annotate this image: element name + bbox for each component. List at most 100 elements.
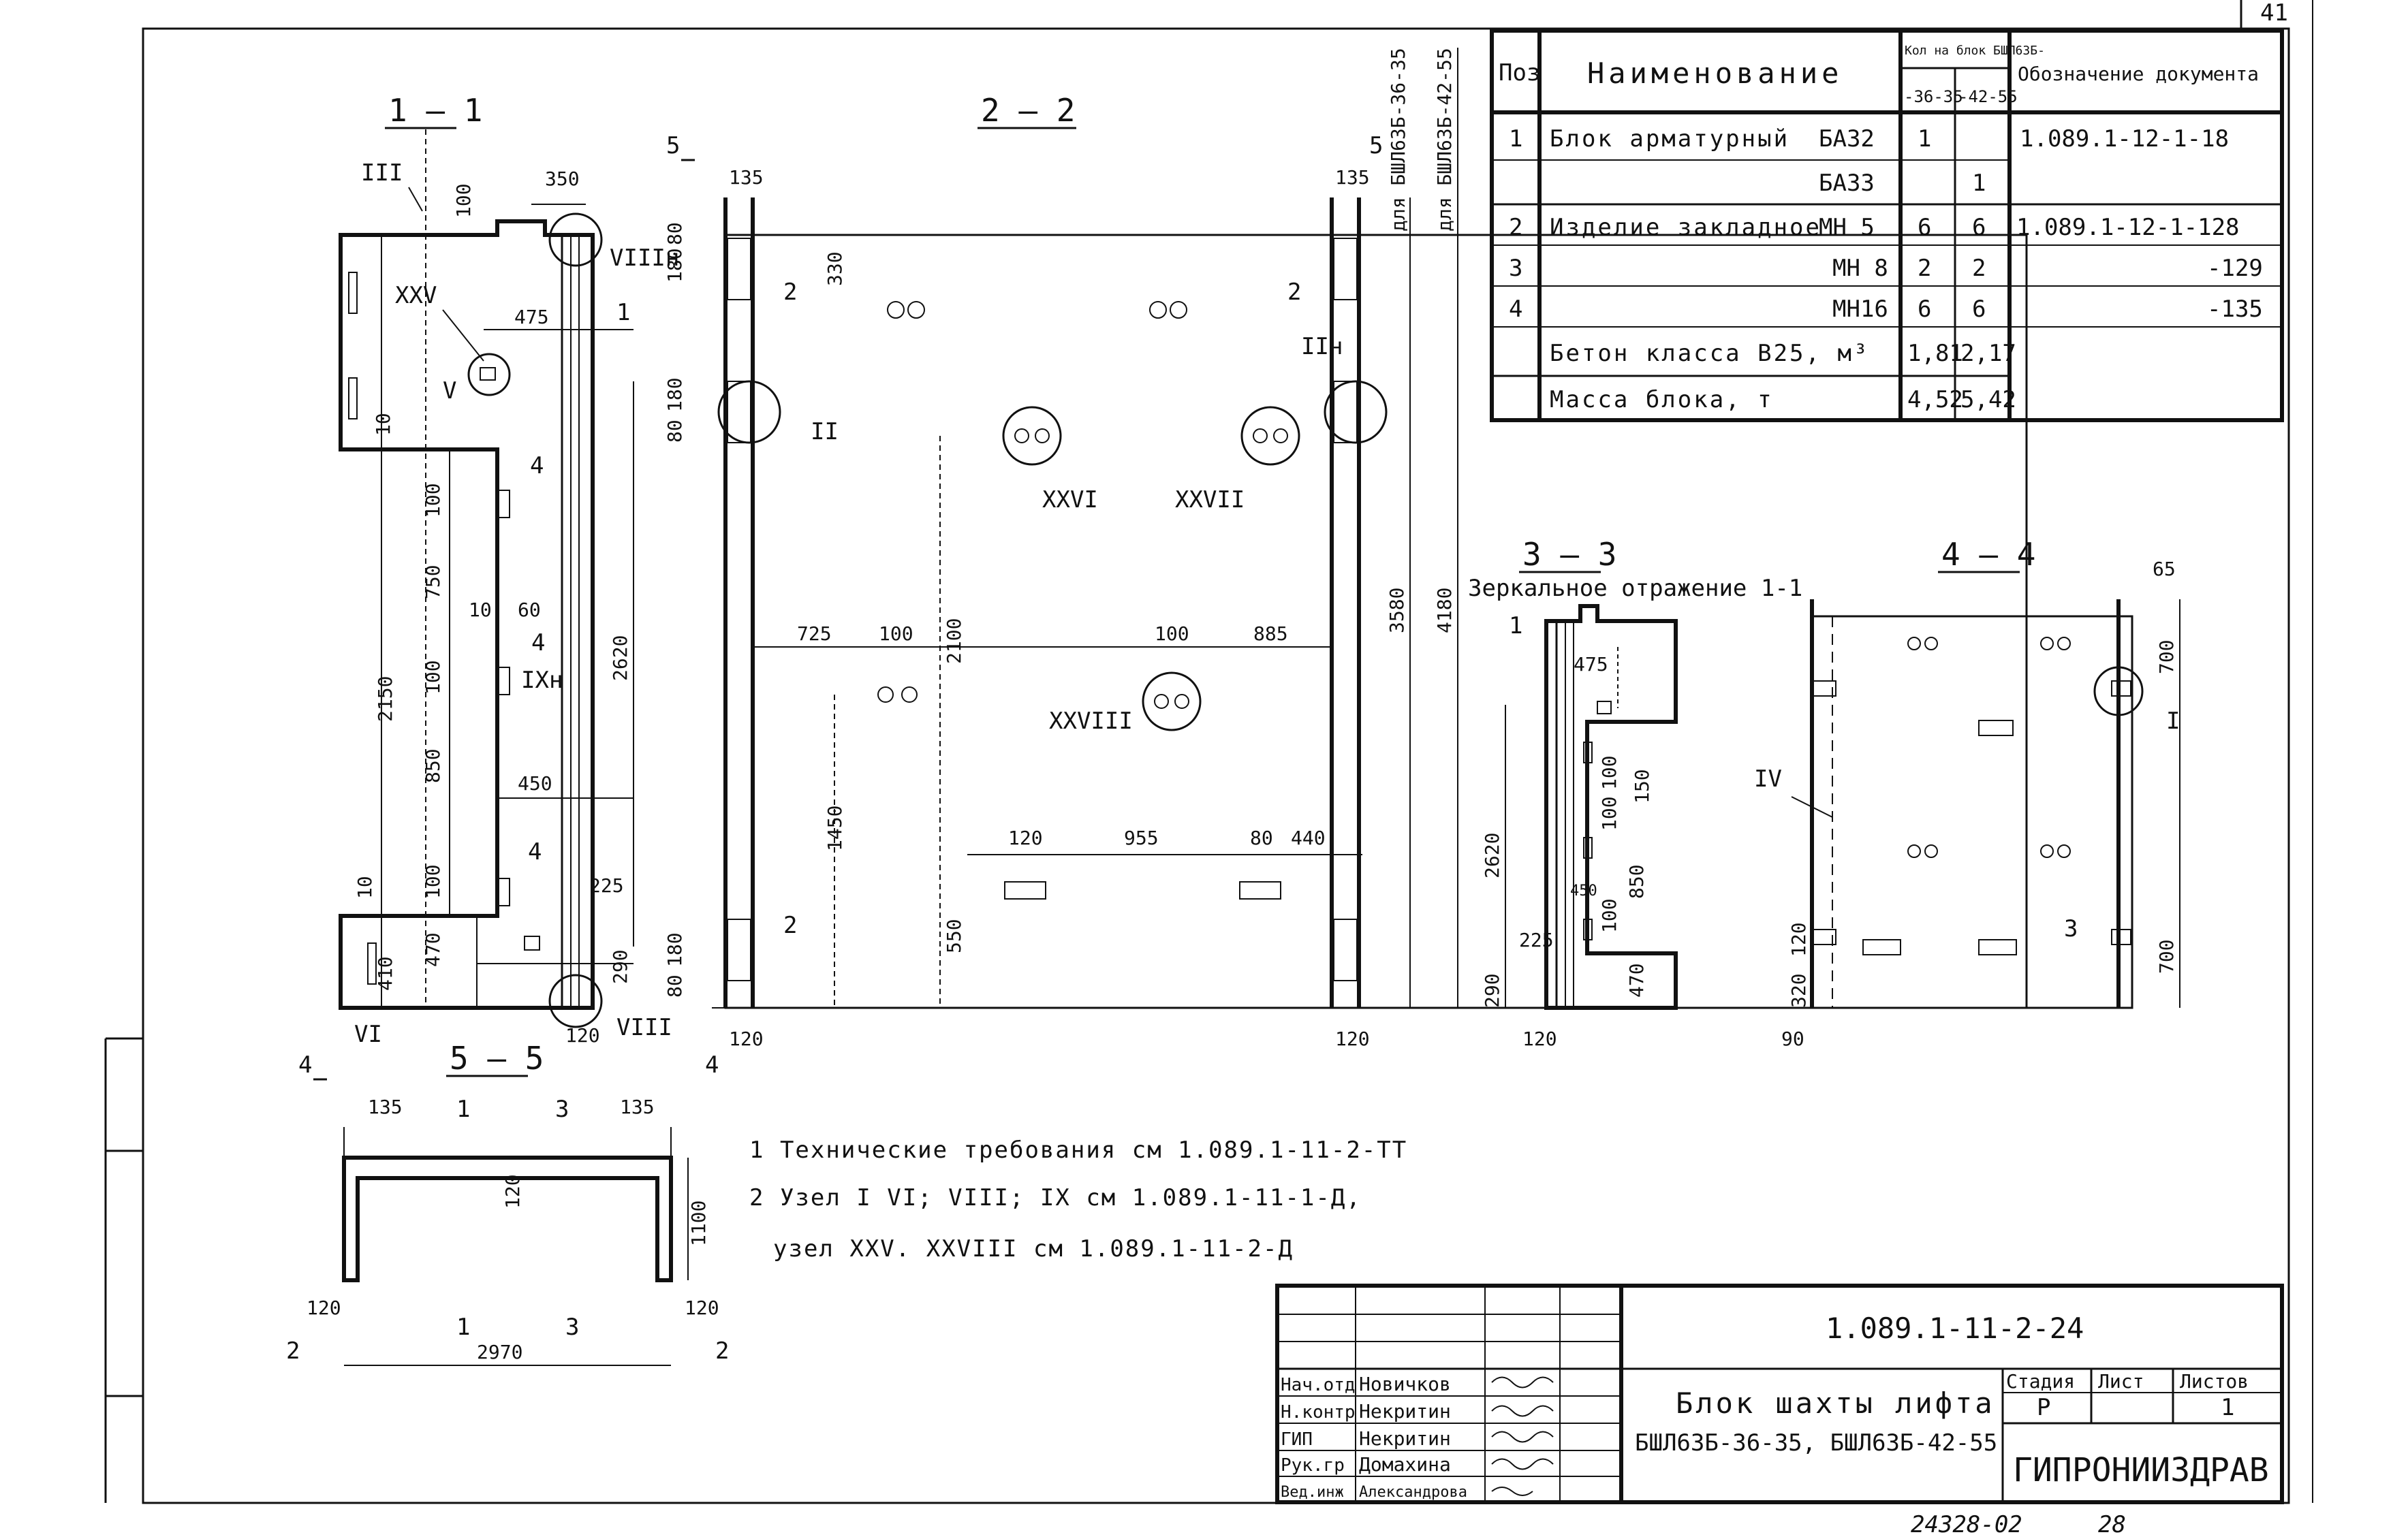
- dim-2-2: 80: [663, 419, 686, 443]
- cell-doc: -135: [2207, 296, 2263, 323]
- dim-4-4: 320: [1787, 973, 1810, 1008]
- dim-2-2: 100: [1155, 622, 1189, 645]
- signer-name: Новичков: [1359, 1373, 1451, 1395]
- dim-1-1: 2620: [609, 635, 631, 681]
- cell-pos: 4: [1509, 296, 1522, 323]
- dim-1-1: 120: [565, 1024, 600, 1047]
- dim-5-5: 135: [620, 1096, 655, 1118]
- dim-1-1: 10: [372, 413, 394, 436]
- pos-label: 4: [531, 629, 545, 656]
- dim-1-1: 2150: [374, 676, 396, 722]
- dim-2-2: 1450: [824, 806, 846, 851]
- sheet-header: Лист: [2098, 1370, 2144, 1393]
- dim-1-1: 100: [452, 183, 475, 218]
- dim-2-2: 135: [1335, 166, 1370, 189]
- signer-role: Н.контр: [1281, 1402, 1356, 1423]
- section-5-5: 5 — 5 135 135 120 1100 120 2970 120 1 3 …: [307, 1040, 719, 1366]
- dim-1-1: 60: [518, 599, 541, 621]
- dim-3-3: 450: [1570, 883, 1597, 900]
- dim-3-3: 120: [1522, 1028, 1557, 1050]
- dim-4-4: 700: [2155, 939, 2178, 974]
- dim-2-2: 330: [824, 251, 846, 286]
- cell-pos: 1: [1509, 125, 1522, 153]
- signer-name: Некритин: [1359, 1427, 1451, 1450]
- dim-5-5: 120: [501, 1174, 524, 1209]
- dim-2-2: 120: [1008, 827, 1043, 849]
- dim-1-1: 850: [422, 748, 444, 783]
- cell-qty-a: 1,81: [1907, 340, 1963, 367]
- dim-1-1: 475: [514, 306, 549, 328]
- pos-label: 2: [1287, 279, 1301, 306]
- cell-name: Блок арматурный: [1550, 125, 1789, 153]
- dim-3-3: 100: [1598, 898, 1621, 933]
- section-title-1-1: 1 — 1: [388, 92, 482, 129]
- stage-header: Стадия: [2006, 1370, 2075, 1393]
- cell-mark: МН16: [1832, 296, 1888, 323]
- node-label: XXV: [395, 282, 437, 309]
- cell-qty-b: 2,17: [1960, 340, 2016, 367]
- section-title-4-4: 4 — 4: [1941, 536, 2035, 573]
- node-label: IIн: [1301, 333, 1343, 360]
- section-3-3: 3 — 3 Зеркальное отражение 1-1 475 100 1…: [1468, 536, 1802, 1050]
- dim-1-1: 100: [422, 483, 444, 518]
- signer-role: Рук.гр: [1281, 1455, 1345, 1476]
- cell-name: Изделие закладное: [1550, 214, 1821, 241]
- node-label: XXVII: [1175, 486, 1245, 513]
- dim-1-1: 410: [374, 956, 396, 991]
- table-row: Масса блока, т 4,52 5,42: [1550, 386, 2016, 413]
- note-1: 1 Технические требования см 1.089.1-11-2…: [749, 1137, 1407, 1164]
- node-label: II: [811, 418, 839, 445]
- table-header-qty-a: -36-35: [1904, 87, 1963, 106]
- node-label: IV: [1754, 765, 1782, 793]
- vertical-label-a: для БШЛ63Б-36-35: [1387, 48, 1409, 232]
- dim-1-1: 100: [422, 660, 444, 695]
- dim-3-3: 150: [1631, 769, 1653, 804]
- cell-qty-b: 1: [1972, 170, 1986, 197]
- dim-3-3: 2620: [1481, 833, 1503, 878]
- dim-1-1: 10: [469, 599, 492, 621]
- table-row: 3 МН 8 2 2 -129: [1509, 255, 2263, 282]
- dim-3-3: 225: [1519, 929, 1554, 951]
- mirror-note: Зеркальное отражение 1-1: [1468, 575, 1802, 602]
- table-row: БА33 1: [1819, 170, 1986, 197]
- organization: ГИПРОНИИЗДРАВ: [2013, 1451, 2269, 1489]
- cell-doc: -129: [2207, 255, 2263, 282]
- stamp-left: 24328-02: [1911, 1511, 2022, 1538]
- signer-role: ГИП: [1281, 1429, 1313, 1450]
- pos-label: 1: [1509, 612, 1522, 639]
- table-row: 4 МН16 6 6 -135: [1509, 296, 2263, 323]
- cell-pos: 2: [1509, 214, 1522, 241]
- dim-1-1: 470: [422, 932, 444, 967]
- node-label: V: [443, 377, 456, 404]
- document-code: 1.089.1-11-2-24: [1826, 1312, 2084, 1345]
- signer-role: Нач.отд: [1281, 1375, 1356, 1395]
- cell-mark: МН 8: [1832, 255, 1888, 282]
- cell-name: Масса блока, т: [1550, 386, 1774, 413]
- section-title-5-5: 5 — 5: [450, 1040, 544, 1077]
- dim-2-2: 3580: [1386, 588, 1408, 633]
- cut-marker: 5: [1369, 132, 1383, 159]
- dim-2-2: 550: [943, 919, 965, 953]
- dim-2-2: 180: [663, 377, 686, 412]
- dim-2-2: 4180: [1433, 588, 1456, 633]
- cut-marker: 4: [298, 1051, 312, 1079]
- dim-2-2: 80: [663, 974, 686, 998]
- dim-5-5: 2970: [477, 1341, 522, 1363]
- dim-2-2: 2100: [943, 618, 965, 664]
- table-header-qty: Кол на блок БШЛ63Б-: [1905, 44, 2045, 58]
- table-header-qty-b: -42-55: [1958, 87, 2018, 106]
- table-row: 2 Изделие закладное МН 5 6 6 1.089.1-12-…: [1509, 214, 2240, 241]
- cut-marker: 5: [666, 132, 680, 159]
- cell-mark: БА33: [1819, 170, 1875, 197]
- cell-pos: 3: [1509, 255, 1522, 282]
- cut-marker: 2: [715, 1337, 729, 1365]
- node-label: VIIIн: [610, 244, 679, 272]
- vertical-label-b: для БШЛ63Б-42-55: [1433, 48, 1456, 232]
- node-label: VI: [354, 1021, 382, 1048]
- dim-4-4: 120: [1787, 922, 1810, 957]
- node-label: I: [2166, 708, 2180, 735]
- section-2-2: 2 — 2: [663, 48, 2028, 1050]
- cell-doc: 1.089.1-12-1-128: [2016, 214, 2240, 241]
- dim-5-5: 1100: [687, 1201, 710, 1246]
